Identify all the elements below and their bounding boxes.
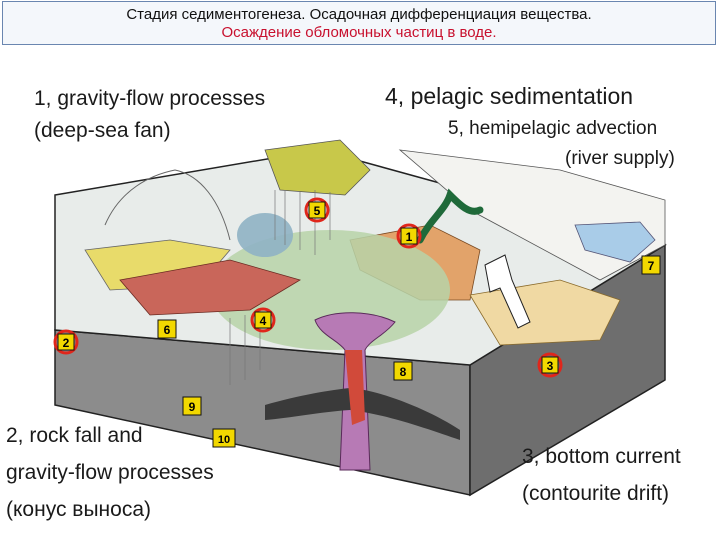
label-3-line-1: 3, bottom current [522, 445, 681, 468]
badge-6-label: 6 [164, 323, 171, 337]
badge-5: 5 [308, 201, 326, 219]
label-5-line-1: 5, hemipelagic advection [448, 118, 658, 139]
highlight-circles [53, 197, 563, 378]
badge-9-label: 9 [189, 400, 196, 414]
badge-4: 4 [254, 311, 272, 329]
current-arrow [484, 254, 531, 329]
badge-8: 8 [393, 361, 413, 381]
badge-1: 1 [400, 227, 418, 245]
title-line-1: Стадия седиментогенеза. Осадочная диффер… [126, 6, 592, 23]
badge-2-label: 2 [63, 336, 70, 350]
label-3-line-2: (contourite drift) [522, 482, 670, 505]
badge-10: 10 [212, 428, 236, 448]
volcano-flanks [265, 388, 460, 440]
label-1-line-2: (deep-sea fan) [34, 119, 171, 142]
badge-7-label: 7 [648, 259, 655, 273]
title-line-2: Осаждение обломочных частиц в воде. [221, 24, 497, 41]
title-box: Стадия седиментогенеза. Осадочная диффер… [2, 1, 716, 45]
badge-3-label: 3 [547, 359, 554, 373]
rock-fall-zone [119, 259, 301, 316]
fan-lens [237, 213, 293, 257]
label-2-line-1: 2, rock fall and [6, 424, 143, 447]
settling-lines [229, 190, 331, 385]
badge-7: 7 [641, 255, 661, 275]
label-2-line-2: gravity-flow processes [6, 461, 214, 484]
lake-area [574, 221, 656, 263]
badge-6: 6 [157, 319, 177, 339]
badge-4-label: 4 [260, 314, 267, 328]
seamount-outline [104, 169, 231, 241]
badge-10-label: 10 [218, 434, 230, 446]
badge-5-label: 5 [314, 204, 321, 218]
fan-top-green [264, 139, 371, 196]
badge-1-label: 1 [406, 230, 413, 244]
badge-9: 9 [182, 396, 202, 416]
badge-2: 2 [57, 333, 75, 351]
red-lava-flow [345, 350, 365, 425]
badge-8-label: 8 [400, 365, 407, 379]
river-supply-plume [416, 188, 484, 244]
label-5-line-2: (river supply) [565, 148, 675, 169]
label-4: 4, pelagic sedimentation [385, 83, 634, 109]
label-2-line-3: (конус выноса) [6, 498, 151, 521]
badge-3: 3 [541, 356, 559, 374]
label-1-line-1: 1, gravity-flow processes [34, 87, 266, 110]
